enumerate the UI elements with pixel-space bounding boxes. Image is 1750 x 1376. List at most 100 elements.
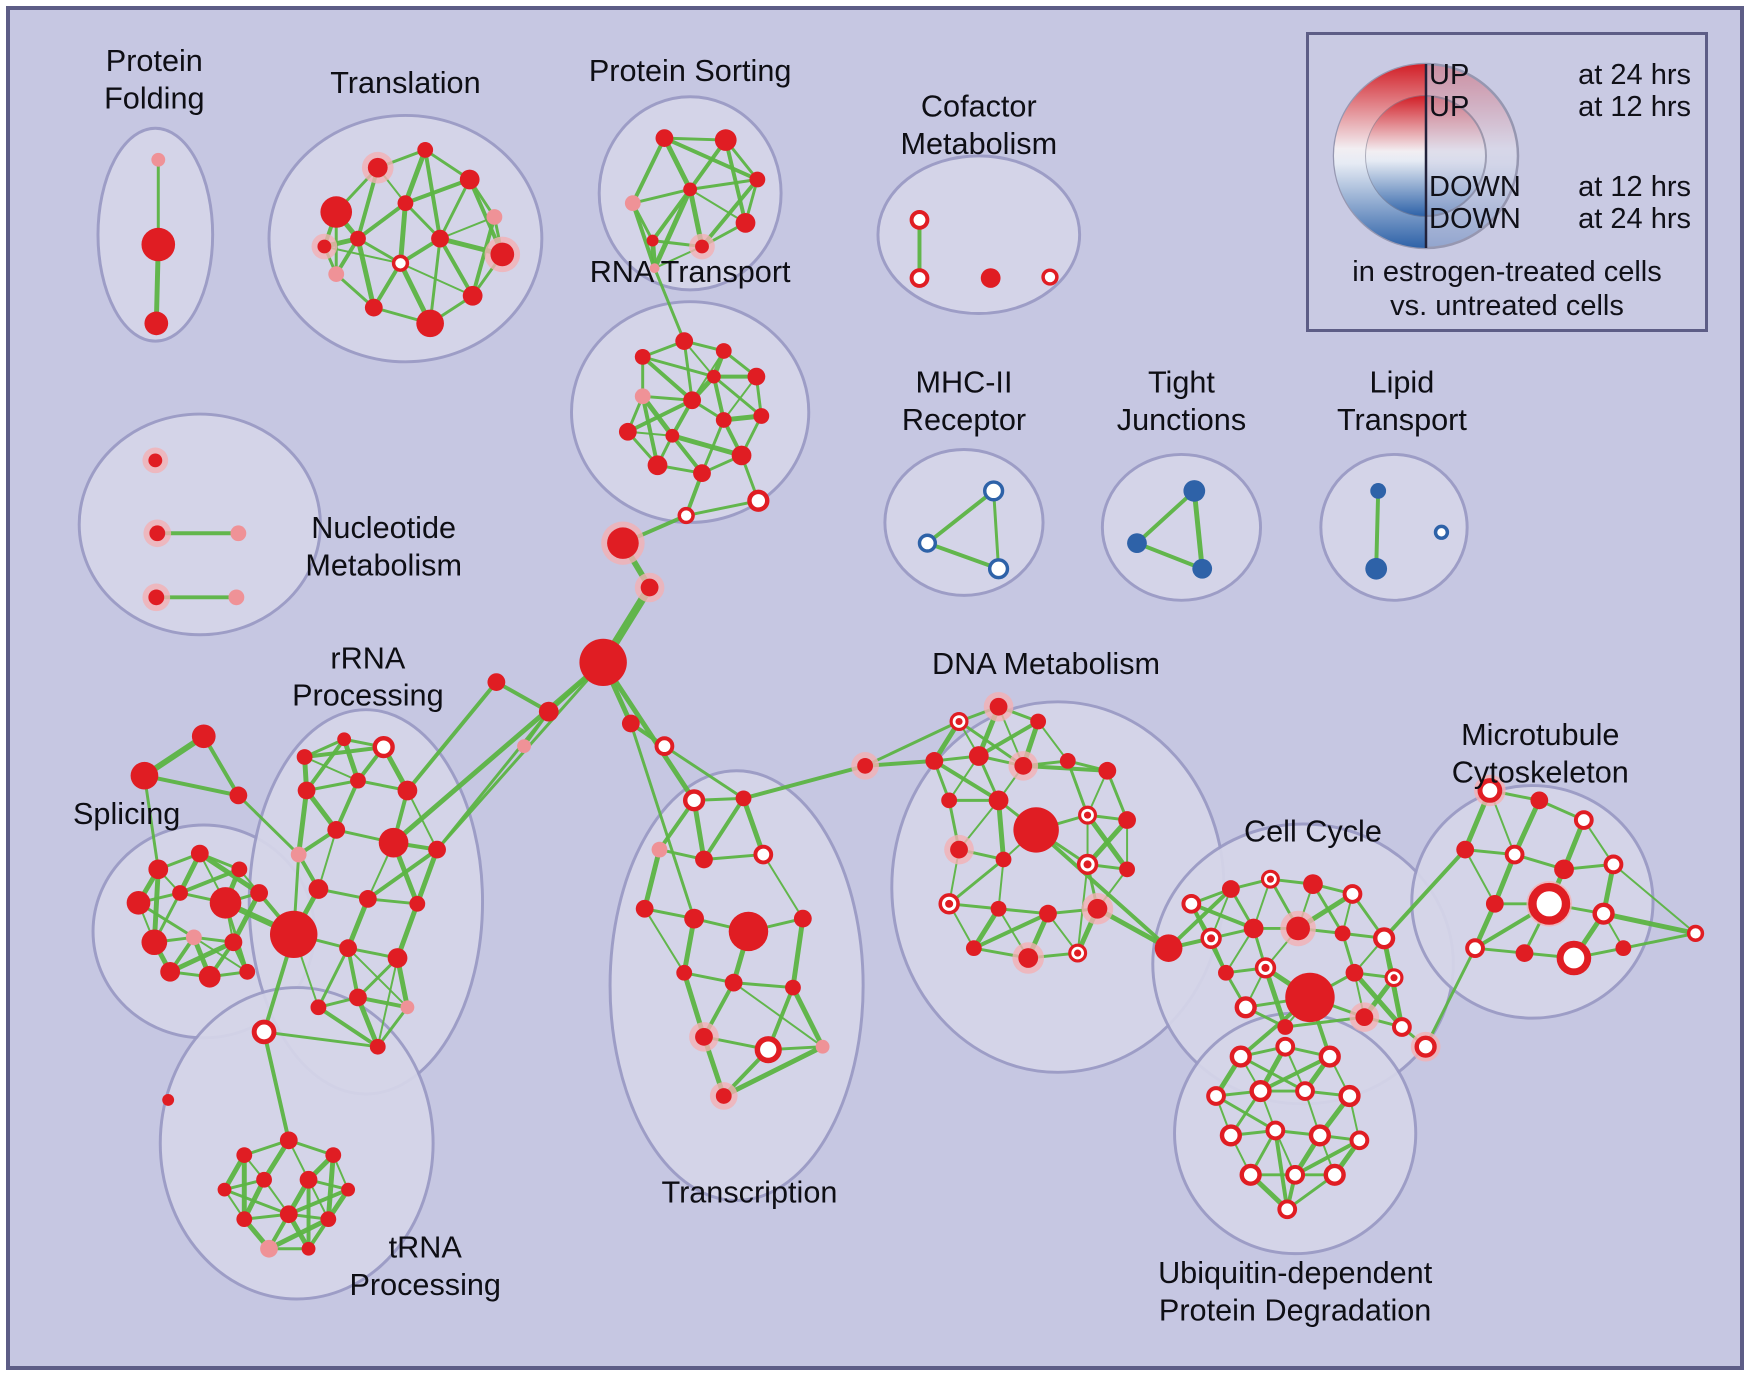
edge	[376, 957, 399, 1048]
gene-node	[325, 1147, 342, 1163]
edge	[402, 147, 428, 206]
edge	[702, 853, 765, 861]
gene-node	[236, 1211, 253, 1228]
gene-node	[229, 786, 248, 805]
cluster-label-protein-sorting: Protein Sorting	[589, 54, 792, 88]
gene-node	[151, 152, 166, 167]
edge	[669, 433, 745, 458]
gene-node	[428, 840, 446, 859]
edge	[682, 339, 694, 402]
gene-node-core	[1083, 860, 1092, 869]
edge	[1134, 488, 1197, 546]
edge	[142, 773, 241, 798]
legend-direction-label: UP	[1429, 59, 1470, 91]
gene-node	[1118, 811, 1136, 829]
legend-time-label: at 24 hrs	[1578, 59, 1691, 91]
edge	[1273, 1128, 1290, 1212]
edge	[262, 1030, 380, 1049]
gene-node	[724, 973, 743, 992]
gene-node	[296, 749, 313, 765]
gene-node-core	[955, 717, 963, 726]
legend-caption-line1: in estrogen-treated cells	[1352, 256, 1662, 288]
edge	[403, 177, 472, 206]
gene-node	[988, 790, 1009, 811]
gene-node	[983, 480, 1005, 502]
gene-node	[350, 230, 366, 247]
edge	[302, 745, 386, 759]
gene-node	[684, 908, 704, 929]
edge	[653, 266, 686, 343]
legend-time-label: at 12 hrs	[1578, 171, 1691, 203]
edge	[652, 186, 693, 271]
gene-node	[320, 196, 353, 228]
edge	[1189, 901, 1256, 931]
cluster-ellipse-nucleotide-metabolism	[77, 412, 322, 637]
edge	[167, 939, 236, 975]
gene-node	[190, 844, 209, 863]
gene-node	[925, 752, 944, 770]
gene-node	[256, 1171, 272, 1188]
edge	[266, 1216, 331, 1252]
edge	[712, 375, 763, 418]
cluster-label-nucleotide-metabolism: Nucleotide	[311, 511, 456, 545]
gene-node	[397, 195, 414, 212]
gene-node	[747, 367, 766, 386]
gene-node	[1365, 557, 1388, 580]
gene-node-core	[1074, 949, 1082, 957]
gene-node	[1249, 1079, 1272, 1103]
gene-node	[624, 195, 641, 212]
gene-node	[364, 298, 383, 317]
gene-node	[1485, 894, 1504, 913]
gene-node	[989, 697, 1008, 716]
cluster-ellipse-tight-junctions	[1100, 452, 1263, 602]
legend-updown-dial	[1332, 62, 1520, 250]
gene-node	[1087, 898, 1108, 919]
cluster-ellipse-cofactor-metabolism	[876, 154, 1082, 316]
gene-node	[217, 1182, 232, 1197]
legend-entry-up-12: UP at 12 hrs	[1309, 91, 1705, 123]
gene-node	[1528, 882, 1571, 925]
gene-node	[1515, 944, 1534, 962]
gene-node	[310, 999, 327, 1016]
gene-node	[269, 910, 318, 959]
edge	[1085, 812, 1130, 872]
gene-node	[1370, 483, 1387, 499]
gene-node	[676, 964, 693, 981]
gene-node	[387, 948, 408, 968]
gene-node	[148, 859, 169, 880]
cluster-label-mhc-ii-receptor: MHC-II	[915, 365, 1012, 399]
gene-node	[339, 939, 357, 958]
gene-node	[341, 1182, 356, 1197]
gene-node	[349, 988, 367, 1007]
gene-node	[409, 895, 426, 912]
gene-node	[917, 533, 938, 553]
edge	[223, 1188, 291, 1216]
gene-node	[172, 885, 188, 901]
gene-node	[148, 453, 163, 468]
gene-node	[995, 851, 1012, 868]
gene-node	[1342, 884, 1363, 904]
edge	[640, 354, 695, 403]
gene-node	[279, 1205, 298, 1224]
edge	[230, 890, 262, 945]
edge	[439, 215, 496, 240]
edge	[296, 788, 310, 858]
edge	[197, 851, 262, 896]
edge	[976, 719, 1041, 758]
gene-node	[198, 965, 221, 988]
edge	[414, 847, 440, 907]
gene-node	[1686, 924, 1705, 943]
cluster-label-cofactor-metabolism: Cofactor	[921, 89, 1037, 123]
gene-node	[1554, 859, 1574, 880]
edge	[325, 1152, 336, 1222]
gene-node	[683, 391, 702, 410]
gene-node	[735, 790, 752, 807]
cluster-label-mhc-ii-receptor: Receptor	[902, 403, 1026, 437]
gene-node	[391, 254, 410, 272]
edge	[262, 1029, 291, 1143]
gene-node	[1014, 756, 1033, 775]
gene-node	[397, 780, 418, 801]
gene-node	[1355, 1008, 1374, 1027]
edge	[925, 488, 996, 546]
